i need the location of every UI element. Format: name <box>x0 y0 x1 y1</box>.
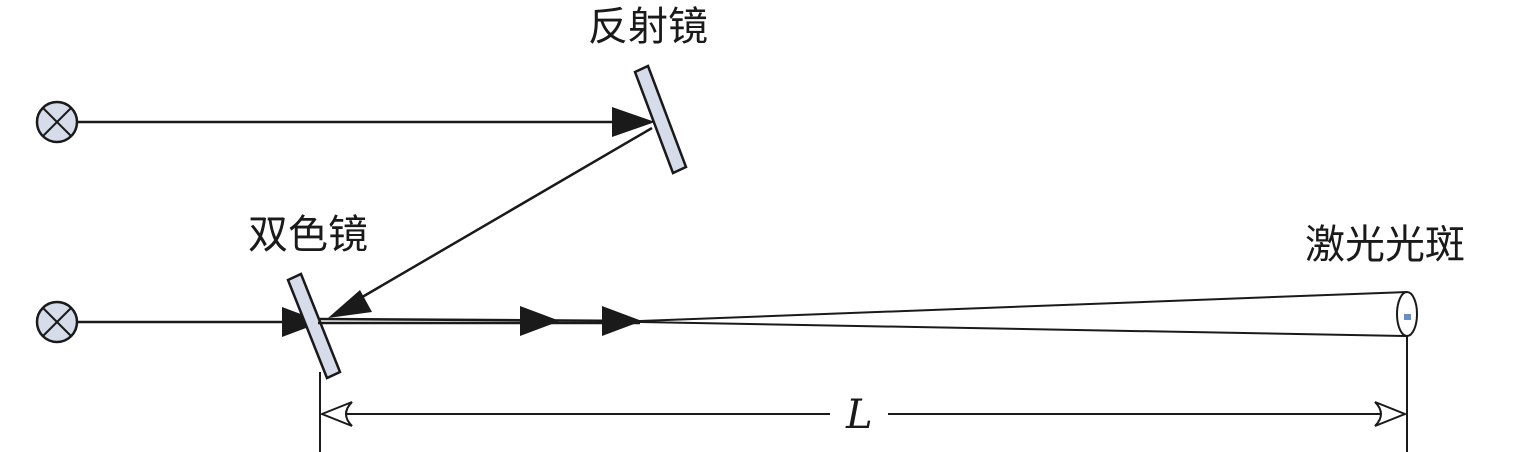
laser-source-bottom-icon <box>35 300 79 344</box>
bottom-beam-arrow <box>282 307 322 337</box>
spot-label: 激光光斑 <box>1305 222 1465 268</box>
laser-source-top-icon <box>35 100 79 144</box>
reflected-beam <box>339 126 653 312</box>
dimension-arrow-right <box>1374 401 1408 427</box>
dichroic-label: 双色镜 <box>248 212 368 258</box>
beam-cone-top <box>639 291 1408 322</box>
beam-cone-bottom <box>639 321 1408 337</box>
combined-beam-arrow-1 <box>520 306 560 336</box>
laser-spot-mark <box>1404 314 1411 320</box>
reflected-beam-arrow <box>328 290 372 318</box>
reflector-label: 反射镜 <box>588 4 708 50</box>
top-beam-arrow <box>612 107 655 137</box>
reflector-mirror <box>633 64 688 175</box>
distance-label: L <box>845 392 873 438</box>
dichroic-mirror <box>286 272 342 380</box>
combined-beam-arrow-2 <box>602 306 642 336</box>
dimension-arrow-left <box>319 401 353 427</box>
combined-beam-upper <box>317 317 641 323</box>
